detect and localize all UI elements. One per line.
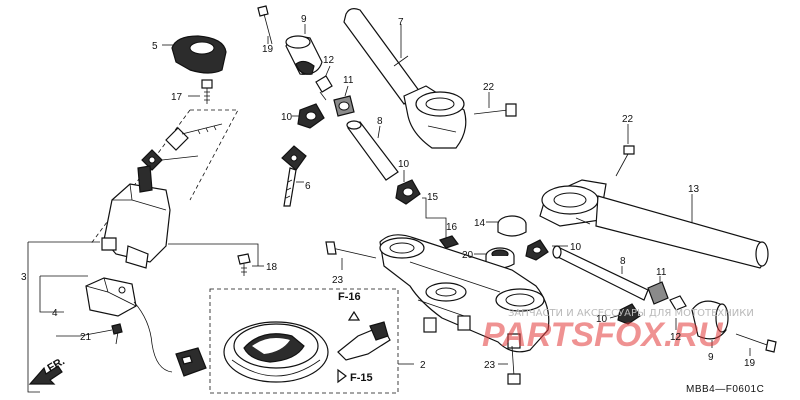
callout-11-right: 11 [656, 267, 667, 278]
ignition-switch [101, 165, 171, 269]
callout-8-right: 8 [620, 256, 626, 267]
callout-18: 18 [266, 262, 278, 273]
callout-14: 14 [474, 218, 486, 229]
callout-4: 4 [52, 308, 58, 319]
washer-16 [439, 235, 459, 249]
bracket-3 [27, 242, 40, 393]
screw-21 [111, 323, 123, 345]
diagram-code: MBB4—F0601C [686, 384, 764, 395]
rubber-11-right [647, 281, 669, 305]
front-arrow: FR. [28, 355, 67, 385]
bolt-22-b [615, 145, 635, 177]
leader-11-top [344, 85, 349, 97]
wiring-harness [133, 301, 207, 377]
callout-10-mid: 10 [398, 159, 410, 170]
callout-2: 2 [420, 360, 426, 371]
leader-8-a [377, 125, 381, 139]
callout-19-top: 19 [262, 44, 274, 55]
ignition-keys [141, 123, 223, 171]
watermark: PARTSFOX.RU ЗАПЧАСТИ И АКСЕССУАРЫ ДЛЯ МО… [482, 308, 754, 354]
callout-7: 7 [398, 17, 404, 28]
callout-10-right: 10 [570, 242, 582, 253]
switch-subassy-4 [85, 277, 137, 317]
callout-8-top: 8 [377, 116, 383, 127]
callout-11-top: 11 [343, 75, 354, 86]
callout-19-lower: 19 [744, 358, 756, 369]
handlebar-7 [343, 8, 467, 149]
leader-21 [56, 329, 113, 337]
callout-5: 5 [152, 41, 158, 52]
ref-block: F-16 F-15 [337, 291, 391, 384]
callout-16: 16 [446, 222, 458, 233]
key-cover-5 [171, 35, 227, 74]
callout-22-right: 22 [622, 114, 634, 125]
weight-8-top [346, 120, 399, 181]
nut-10-a [297, 103, 325, 129]
clip-12-top [315, 75, 333, 101]
ignition-group-frame [189, 109, 239, 201]
leader-18 [168, 243, 259, 266]
nut-10-c [525, 239, 549, 261]
nut-10-d [617, 303, 641, 325]
ref-up-arrow [347, 310, 361, 321]
bolt-17 [201, 79, 213, 104]
callout-9-top: 9 [301, 14, 307, 25]
callout-12-top: 12 [323, 55, 335, 66]
front-arrow-icon [28, 365, 63, 385]
ref-right-arrow [337, 368, 347, 384]
leader-4 [39, 276, 64, 313]
callout-3: 3 [21, 272, 27, 283]
weight-8-right [552, 245, 649, 301]
lock-cover-2 [223, 321, 329, 383]
callout-23-upper: 23 [332, 275, 344, 286]
callout-15: 15 [427, 192, 439, 203]
switch-inset-frame [209, 288, 399, 394]
callout-6: 6 [305, 181, 311, 192]
watermark-text: ЗАПЧАСТИ И АКСЕССУАРЫ ДЛЯ МОТОТЕХНИКИ [508, 308, 754, 319]
callout-22-upper: 22 [483, 82, 495, 93]
handlebar-13 [539, 179, 769, 269]
clip-12-right [669, 295, 687, 311]
top-bridge-15 [379, 234, 550, 353]
watermark-logo: PARTSFOX.RU [482, 316, 724, 354]
bolt-23-b [507, 345, 521, 385]
nut-10-b [395, 179, 421, 205]
bolt-19-right [735, 333, 777, 353]
callout-13: 13 [688, 184, 700, 195]
callout-23-lower: 23 [484, 360, 496, 371]
bolt-19-top [257, 5, 273, 45]
bolt-22-a [473, 103, 517, 117]
leader-15-16 [422, 197, 447, 234]
front-label: FR. [46, 355, 67, 374]
bar-end-9-top [285, 35, 323, 75]
callout-21: 21 [80, 332, 92, 343]
callouts: 19 9 7 5 12 17 11 22 10 8 22 10 6 15 13 … [21, 14, 756, 371]
rubber-11-top [333, 95, 355, 117]
callout-10-left: 10 [281, 112, 293, 123]
callout-10-lower: 10 [596, 314, 608, 325]
ref-f15: F-15 [350, 372, 373, 384]
callout-9-lower: 9 [708, 352, 714, 363]
ref-f16: F-16 [338, 291, 361, 303]
callout-17: 17 [171, 92, 183, 103]
bar-end-9-right [691, 300, 729, 340]
screw-18 [237, 253, 251, 276]
callout-12-lower: 12 [670, 332, 682, 343]
bolt-23-a [325, 241, 377, 259]
key-6 [281, 145, 307, 207]
cap-14 [497, 215, 527, 237]
callout-20: 20 [462, 250, 474, 261]
